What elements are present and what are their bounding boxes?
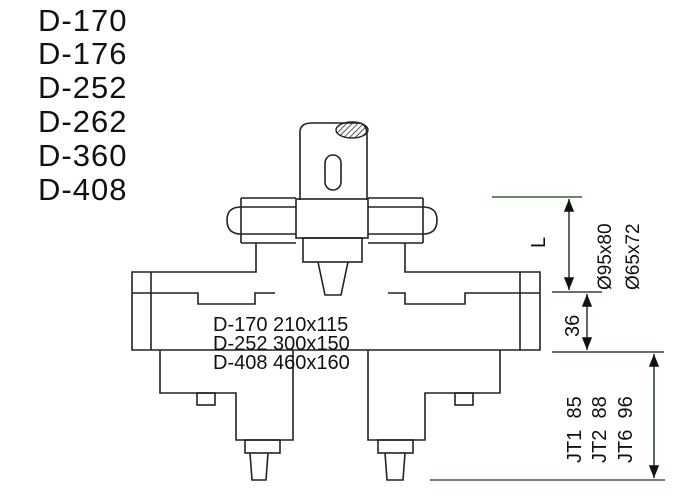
model-label: D-170	[38, 3, 128, 38]
model-label: D-262	[38, 104, 128, 139]
table-row: D-170 210x115	[213, 314, 348, 336]
bolt-icon	[454, 392, 474, 406]
body	[131, 243, 541, 351]
slot-icon	[324, 154, 342, 191]
model-label: D-176	[38, 36, 128, 71]
model-label: D-252	[38, 70, 128, 105]
legs	[159, 350, 501, 481]
shank	[299, 121, 369, 200]
collar	[226, 197, 438, 296]
table-row: D-252 300x150	[213, 333, 350, 355]
diameter-label: Ø65x72	[623, 223, 644, 290]
bolt-icon	[196, 392, 216, 406]
jt-label: JT2 88	[589, 396, 611, 463]
jt-label: JT1 85	[564, 396, 586, 463]
dimension-lines	[430, 196, 665, 481]
table-row: D-408 460x160	[213, 352, 350, 374]
offset-label: 36	[562, 315, 584, 337]
length-label: L	[528, 237, 550, 248]
diameter-label: Ø95x80	[595, 223, 616, 290]
model-label: D-408	[38, 172, 128, 207]
jt-label: JT6 96	[615, 396, 637, 463]
model-label: D-360	[38, 138, 128, 173]
